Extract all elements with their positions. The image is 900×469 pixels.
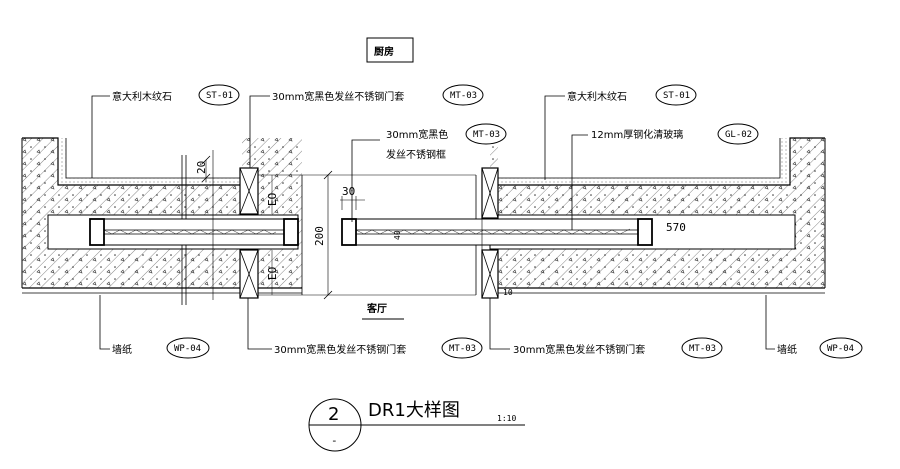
dim-e0-top: EO (266, 193, 279, 206)
tag-bubble (198, 84, 240, 106)
right-wall (489, 137, 826, 294)
svg-text:厨房: 厨房 (374, 45, 394, 58)
left-wall (21, 137, 302, 294)
dim-10: 10 (503, 288, 513, 297)
tag-bubble (717, 123, 759, 145)
leader-lines (91, 95, 775, 350)
dim-e0-bottom: EO (266, 267, 279, 280)
tag-gl02: GL-02 (725, 130, 752, 140)
title-block: 2 - DR1大样图 1:10 (308, 398, 525, 452)
tag-bubble (442, 84, 484, 106)
tag-st01-left: ST-01 (206, 91, 233, 101)
tag-mt03-bottom-left: MT-03 (449, 344, 476, 354)
tag-mt03-mid: MT-03 (473, 130, 500, 140)
svg-text:客厅: 客厅 (366, 302, 387, 315)
title-number: 2 (328, 404, 339, 425)
tag-wp04-left: WP-04 (174, 344, 201, 354)
dim-30: 30 (342, 185, 355, 198)
label-door-frame-bottom-right: 30mm宽黑色发丝不锈钢门套 (513, 343, 645, 356)
tag-bubble (819, 337, 863, 359)
door-panel-left (89, 218, 299, 246)
tag-bubble (465, 123, 507, 145)
tag-wp04-right: WP-04 (827, 344, 854, 354)
dim-20: 20 (195, 161, 208, 174)
tag-st01-right: ST-01 (663, 91, 690, 101)
dim-40: 40 (393, 230, 402, 240)
tag-mt03-bottom-right: MT-03 (689, 344, 716, 354)
label-door-frame-mid-1: 30mm宽黑色 (386, 128, 448, 141)
title-scale: 1:10 (497, 414, 516, 423)
room-label-kitchen: 厨房 (366, 37, 414, 63)
door-casings (239, 167, 499, 299)
dim-570: 570 (666, 221, 686, 234)
dim-200: 200 (313, 226, 326, 246)
door-panel-right (341, 218, 653, 246)
label-door-frame-bottom-left: 30mm宽黑色发丝不锈钢门套 (274, 343, 406, 356)
title-name: DR1大样图 (368, 400, 460, 421)
label-marble-right: 意大利木纹石 (567, 90, 627, 103)
label-wallpaper-right: 墙纸 (777, 343, 797, 356)
label-glass: 12mm厚钢化清玻璃 (591, 128, 683, 141)
tag-bubble (681, 337, 723, 359)
label-wallpaper-left: 墙纸 (112, 343, 132, 356)
tag-bubble (655, 84, 697, 106)
tag-bubble (441, 337, 483, 359)
dimensions: 20 30 200 570 40 10 EO EO (195, 155, 686, 300)
room-label-living: 客厅 (362, 302, 404, 320)
tag-bubble (166, 337, 210, 359)
tag-mt03-top: MT-03 (450, 91, 477, 101)
label-marble-left: 意大利木纹石 (112, 90, 172, 103)
label-door-frame-top-left: 30mm宽黑色发丝不锈钢门套 (272, 90, 404, 103)
label-door-frame-mid-2: 发丝不锈钢框 (386, 148, 446, 161)
title-sheet: - (331, 434, 338, 447)
